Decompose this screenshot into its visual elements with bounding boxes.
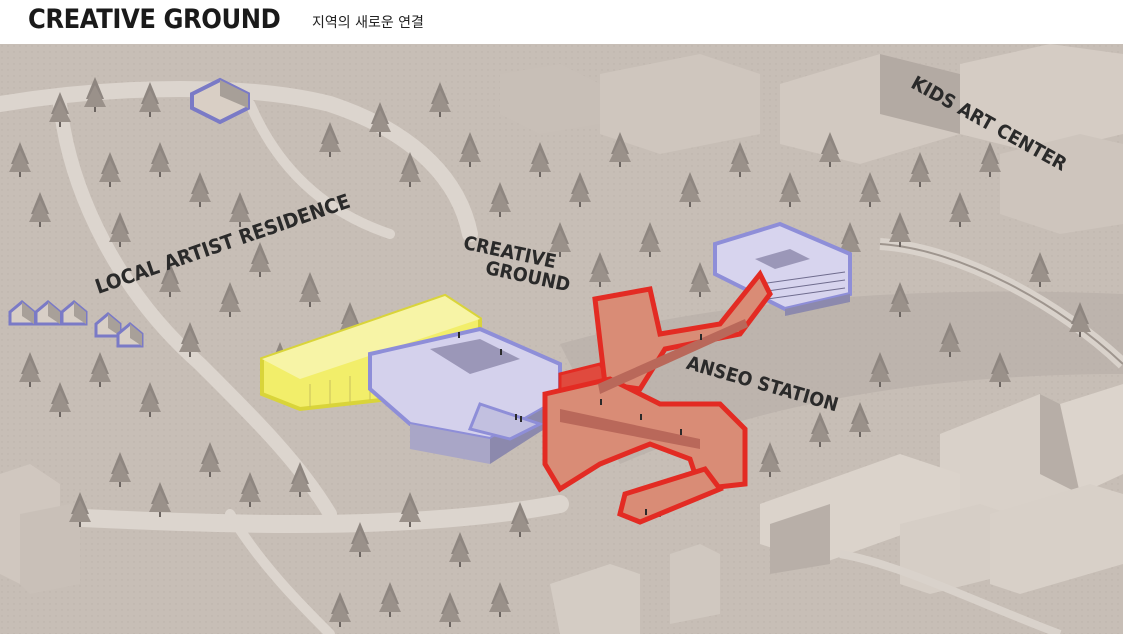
people: [458, 332, 702, 515]
page-title: CREATIVE GROUND: [28, 4, 281, 35]
header: CREATIVE GROUND 지역의 새로운 연결: [0, 0, 1123, 44]
anseo-station-structure: [542, 269, 773, 525]
page-subtitle: 지역의 새로운 연결: [312, 15, 424, 31]
site-diagram: LOCAL ARTIST RESIDENCE CREATIVE GROUND A…: [0, 44, 1123, 638]
kids-art-center-blocks: [500, 44, 1123, 234]
anseo-station-buildings: [0, 384, 1123, 638]
local-artist-residence-houses: [8, 77, 250, 348]
site-axonometric: [0, 44, 1123, 638]
